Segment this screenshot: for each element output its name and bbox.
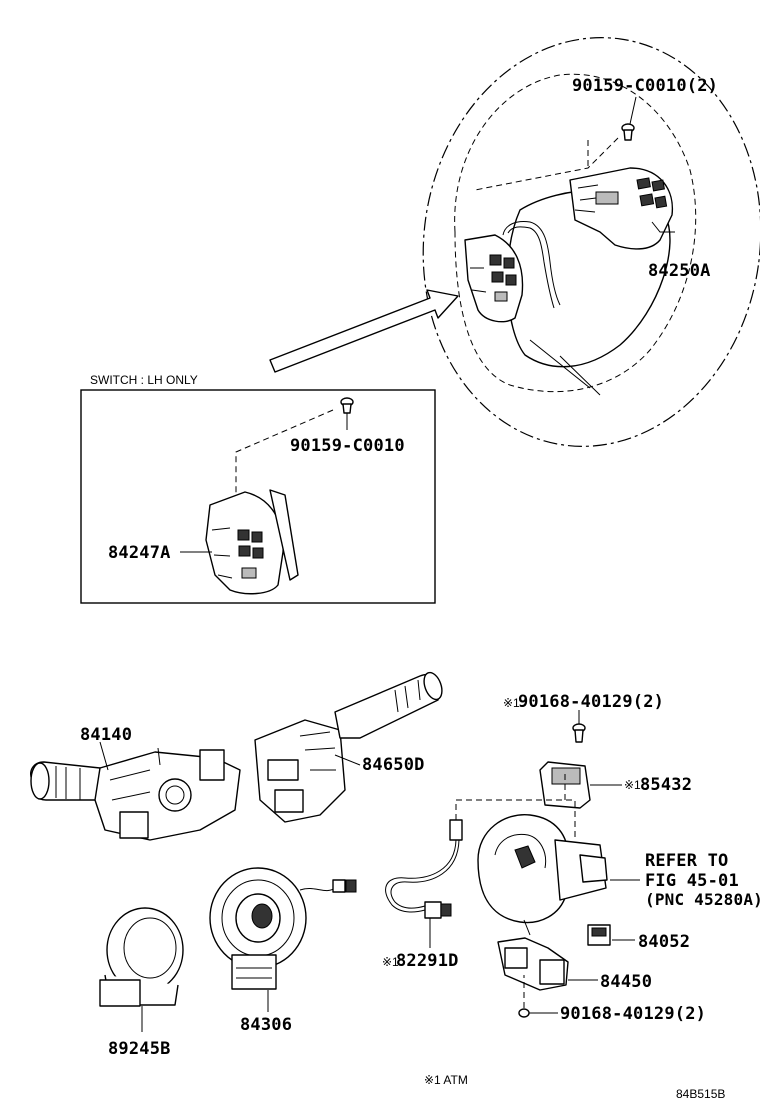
left-wheel-switch bbox=[464, 234, 524, 323]
turn-signal-switch: 84140 bbox=[30, 725, 241, 841]
label-sensor-prefix: ※1 bbox=[624, 778, 641, 792]
footnote: ※1 ATM bbox=[424, 1073, 468, 1087]
label-part-84450: 84450 bbox=[600, 972, 652, 992]
label-sensor: 85432 bbox=[640, 775, 692, 795]
label-refer-line1: REFER TO bbox=[645, 851, 728, 871]
label-refer-line3: (PNC 45280A) bbox=[645, 890, 760, 909]
pointing-arrow bbox=[269, 289, 459, 373]
label-bolt-upper: 90168-40129(2) bbox=[518, 692, 664, 712]
column-assembly: ※1 90168-40129(2) ※1 85432 REFER TO FIG … bbox=[455, 692, 760, 1024]
label-bolt-lh: 90159-C0010 bbox=[290, 436, 405, 456]
label-switch-lh-only: SWITCH : LH ONLY bbox=[90, 373, 198, 387]
cover: 89245B bbox=[99, 907, 184, 1059]
label-refer-line2: FIG 45-01 bbox=[645, 871, 739, 891]
label-lh-switch: 84247A bbox=[108, 543, 171, 563]
spiral-cable: 84306 bbox=[209, 867, 357, 1035]
right-wheel-switch bbox=[569, 167, 674, 250]
harness: ※1 82291D bbox=[382, 819, 463, 971]
label-turn-signal-switch: 84140 bbox=[80, 725, 132, 745]
figure-id: 84B515B bbox=[676, 1087, 725, 1101]
label-harness-prefix: ※1 bbox=[382, 955, 399, 969]
label-bolt-upper-prefix: ※1 bbox=[503, 696, 520, 710]
bolt-wheel bbox=[621, 123, 635, 141]
wiper-switch: 84650D bbox=[254, 671, 443, 823]
label-wheel-switch: 84250A bbox=[648, 261, 711, 281]
label-cover: 89245B bbox=[108, 1039, 171, 1059]
lh-switch bbox=[205, 489, 299, 595]
label-bolt-lower: 90168-40129(2) bbox=[560, 1004, 706, 1024]
label-spiral-cable: 84306 bbox=[240, 1015, 292, 1035]
label-wiper-switch: 84650D bbox=[362, 755, 425, 775]
lh-only-box: SWITCH : LH ONLY 90159-C0010 84247A bbox=[80, 373, 436, 604]
label-harness: 82291D bbox=[396, 951, 459, 971]
label-bolt-wheel: 90159-C0010(2) bbox=[572, 76, 718, 96]
label-part-84052: 84052 bbox=[638, 932, 690, 952]
steering-wheel: 90159-C0010(2) 84250A bbox=[269, 37, 760, 447]
